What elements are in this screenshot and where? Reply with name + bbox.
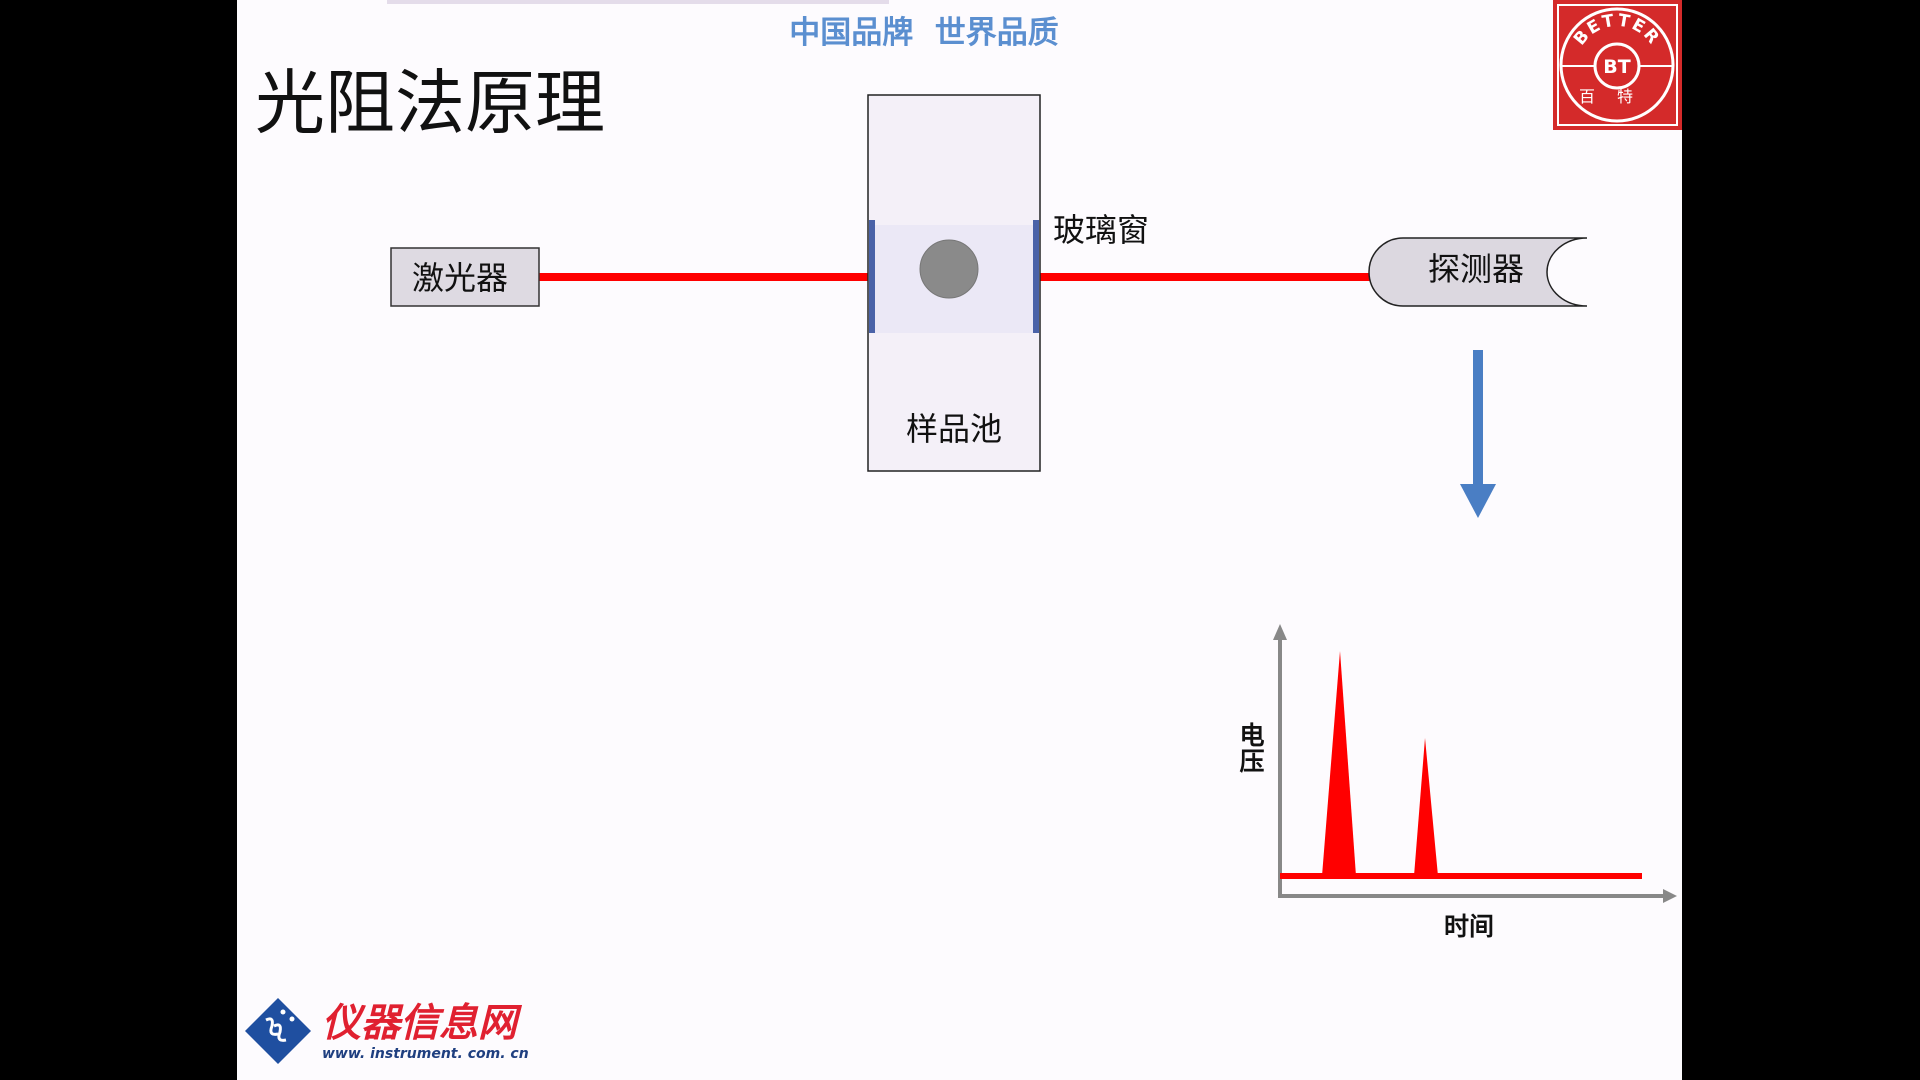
detector-label: 探测器 — [1428, 250, 1524, 288]
detector: 探测器 — [1368, 237, 1588, 307]
y-axis-label-2: 压 — [1239, 747, 1264, 776]
sample-cell: 样品池 — [867, 94, 1041, 472]
instrument-logo-name: 仪器信息网 — [322, 1001, 523, 1046]
x-axis-arrow — [1663, 889, 1677, 903]
glass-window-left — [869, 220, 875, 333]
bt-logo: BT BETTER 百特 — [1553, 0, 1682, 130]
diagram-canvas: 中国品牌 世界品质 光阻法原理 BT BETTER 百特 激光器 样品池 玻璃窗… — [245, 0, 1682, 1064]
particle — [919, 239, 979, 299]
instrument-logo-icon — [245, 998, 311, 1064]
page-title: 光阻法原理 — [255, 62, 605, 144]
instrument-logo: 仪器信息网 www. instrument. com. cn — [245, 998, 529, 1064]
bt-logo-bottom: 百特 — [1579, 87, 1655, 106]
down-arrow-icon — [1460, 350, 1496, 518]
bt-logo-center: BT — [1603, 56, 1630, 78]
laser-source: 激光器 — [390, 247, 540, 307]
y-axis-arrow — [1273, 624, 1287, 640]
y-axis-label-1: 电 — [1239, 721, 1264, 750]
x-axis-label: 时间 — [1444, 912, 1494, 941]
glass-window-label: 玻璃窗 — [1053, 211, 1149, 249]
sample-cell-label: 样品池 — [906, 410, 1002, 448]
laser-label: 激光器 — [412, 259, 508, 297]
slide: 中国品牌 世界品质 光阻法原理 BT BETTER 百特 激光器 样品池 玻璃窗… — [237, 0, 1682, 1080]
slogan: 中国品牌 世界品质 — [789, 15, 1059, 51]
signal-peak-1 — [1322, 651, 1356, 876]
instrument-logo-url: www. instrument. com. cn — [322, 1046, 529, 1062]
top-bar — [387, 0, 889, 4]
glass-window-right — [1033, 220, 1039, 333]
signal-peak-2 — [1414, 738, 1438, 876]
signal-chart: 电 压 时间 — [1239, 624, 1677, 941]
